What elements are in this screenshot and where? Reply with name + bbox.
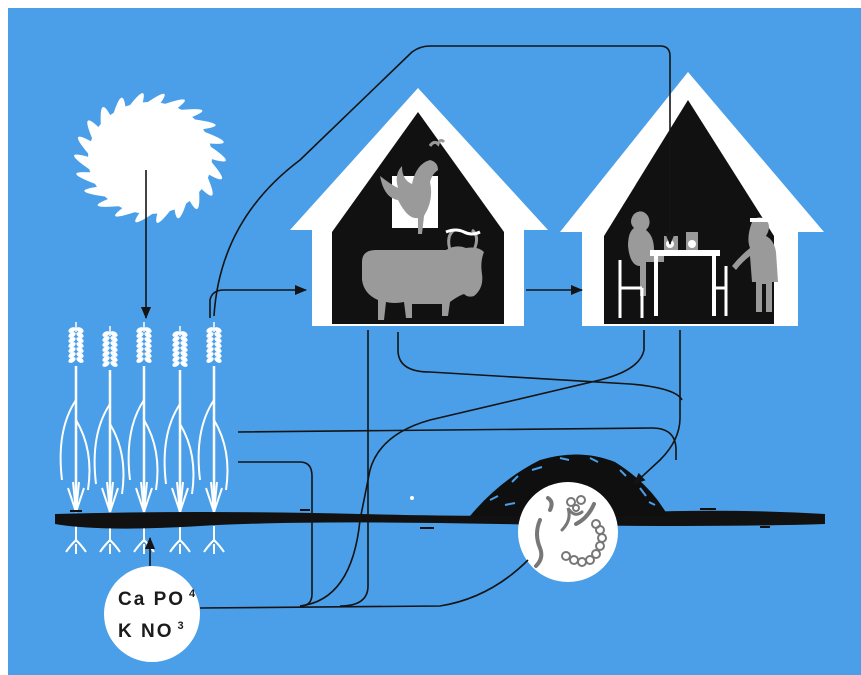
flow-lines — [141, 45, 683, 609]
arrow-compost-to-minerals — [199, 559, 529, 609]
wheat-plants-icon — [59, 322, 229, 554]
cow-icon — [362, 228, 484, 320]
arrow-plants-to-compost — [237, 427, 677, 460]
people-at-table-icon — [618, 211, 778, 318]
speck — [410, 496, 414, 500]
microbes-icon — [518, 482, 618, 582]
arrow-plants-to-farmhouse — [213, 45, 675, 317]
arrow-farmhouse-to-compost — [633, 330, 681, 485]
rooster-icon — [380, 138, 446, 234]
arrow-plants-to-barn — [209, 285, 307, 318]
sun-icon — [74, 93, 226, 223]
